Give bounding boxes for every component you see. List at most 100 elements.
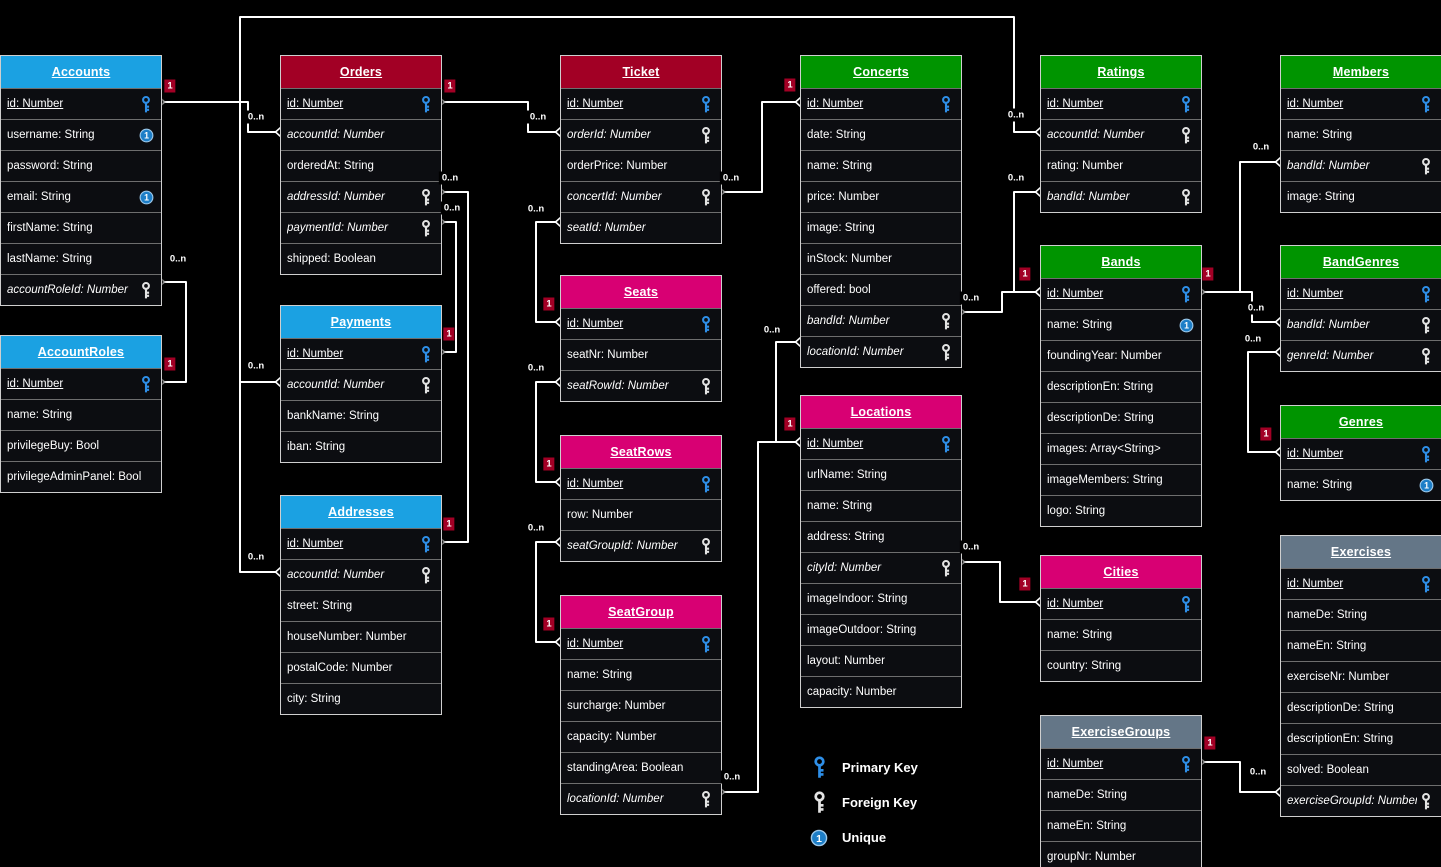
field-Ratings-accountId[interactable]: accountId: Number	[1041, 119, 1201, 150]
relationship-Ratings.bandId--Bands.id[interactable]	[1013, 186, 1046, 298]
field-Ticket-orderPrice[interactable]: orderPrice: Number	[561, 150, 721, 181]
field-Locations-layout[interactable]: layout: Number	[801, 645, 961, 676]
field-Accounts-firstName[interactable]: firstName: String	[1, 212, 161, 243]
field-Orders-paymentId[interactable]: paymentId: Number	[281, 212, 441, 243]
field-ExerciseGroups-nameDe[interactable]: nameDe: String	[1041, 779, 1201, 810]
field-Payments-accountId[interactable]: accountId: Number	[281, 369, 441, 400]
field-Addresses-street[interactable]: street: String	[281, 590, 441, 621]
relationship-Concerts.locationId--Locations.id[interactable]	[775, 336, 806, 448]
field-Concerts-locationId[interactable]: locationId: Number	[801, 336, 961, 367]
field-SeatGroup-name[interactable]: name: String	[561, 659, 721, 690]
entity-header-SeatRows[interactable]: SeatRows	[561, 436, 721, 468]
field-ExerciseGroups-groupNr[interactable]: groupNr: Number	[1041, 841, 1201, 867]
field-Exercises-exerciseNr[interactable]: exerciseNr: Number	[1281, 661, 1441, 692]
field-Payments-id[interactable]: id: Number	[281, 338, 441, 369]
field-Accounts-id[interactable]: id: Number	[1, 88, 161, 119]
relationship-Ticket.orderId--Orders.id[interactable]	[434, 96, 566, 138]
field-SeatGroup-capacity[interactable]: capacity: Number	[561, 721, 721, 752]
entity-header-Ratings[interactable]: Ratings	[1041, 56, 1201, 88]
field-Ratings-bandId[interactable]: bandId: Number	[1041, 181, 1201, 212]
field-SeatRows-id[interactable]: id: Number	[561, 468, 721, 499]
entity-header-Genres[interactable]: Genres	[1281, 406, 1441, 438]
field-Concerts-price[interactable]: price: Number	[801, 181, 961, 212]
field-Locations-capacity[interactable]: capacity: Number	[801, 676, 961, 707]
relationship-Addresses.accountId--Accounts.id[interactable]	[154, 96, 286, 578]
field-Seats-id[interactable]: id: Number	[561, 308, 721, 339]
relationship-Orders.accountId--Accounts.id[interactable]	[154, 96, 286, 138]
field-Orders-accountId[interactable]: accountId: Number	[281, 119, 441, 150]
field-Members-bandId[interactable]: bandId: Number	[1281, 150, 1441, 181]
entity-header-Seats[interactable]: Seats	[561, 276, 721, 308]
field-BandGenres-genreId[interactable]: genreId: Number	[1281, 340, 1441, 371]
field-Concerts-bandId[interactable]: bandId: Number	[801, 305, 961, 336]
field-Accounts-accountRoleId[interactable]: accountRoleId: Number	[1, 274, 161, 305]
field-Exercises-descriptionDe[interactable]: descriptionDe: String	[1281, 692, 1441, 723]
field-Members-name[interactable]: name: String	[1281, 119, 1441, 150]
field-Bands-foundingYear[interactable]: foundingYear: Number	[1041, 340, 1201, 371]
relationship-Seats.seatRowId--SeatRows.id[interactable]	[535, 376, 566, 488]
field-Cities-country[interactable]: country: String	[1041, 650, 1201, 681]
relationship-BandGenres.bandId--Bands.id[interactable]	[1194, 286, 1286, 328]
field-Ticket-seatId[interactable]: seatId: Number	[561, 212, 721, 243]
entity-header-ExerciseGroups[interactable]: ExerciseGroups	[1041, 716, 1201, 748]
entity-header-Orders[interactable]: Orders	[281, 56, 441, 88]
relationship-SeatGroup.locationId--Locations.id[interactable]	[714, 436, 806, 798]
field-Cities-id[interactable]: id: Number	[1041, 588, 1201, 619]
field-AccountRoles-id[interactable]: id: Number	[1, 368, 161, 399]
relationship-Orders.addressId--Addresses.id[interactable]	[434, 186, 469, 548]
field-Members-image[interactable]: image: String	[1281, 181, 1441, 212]
field-SeatGroup-surcharge[interactable]: surcharge: Number	[561, 690, 721, 721]
field-Exercises-descriptionEn[interactable]: descriptionEn: String	[1281, 723, 1441, 754]
field-Concerts-offered[interactable]: offered: bool	[801, 274, 961, 305]
field-Ratings-rating[interactable]: rating: Number	[1041, 150, 1201, 181]
field-Exercises-nameDe[interactable]: nameDe: String	[1281, 599, 1441, 630]
field-Bands-descriptionDe[interactable]: descriptionDe: String	[1041, 402, 1201, 433]
relationship-Orders.paymentId--Payments.id[interactable]	[434, 216, 457, 358]
field-BandGenres-id[interactable]: id: Number	[1281, 278, 1441, 309]
field-Locations-cityId[interactable]: cityId: Number	[801, 552, 961, 583]
relationship-SeatRows.seatGroupId--SeatGroup.id[interactable]	[535, 536, 566, 648]
field-Concerts-image[interactable]: image: String	[801, 212, 961, 243]
entity-header-SeatGroup[interactable]: SeatGroup	[561, 596, 721, 628]
entity-header-AccountRoles[interactable]: AccountRoles	[1, 336, 161, 368]
field-SeatGroup-id[interactable]: id: Number	[561, 628, 721, 659]
field-Locations-name[interactable]: name: String	[801, 490, 961, 521]
field-Payments-iban[interactable]: iban: String	[281, 431, 441, 462]
field-Concerts-inStock[interactable]: inStock: Number	[801, 243, 961, 274]
field-ExerciseGroups-id[interactable]: id: Number	[1041, 748, 1201, 779]
field-Exercises-nameEn[interactable]: nameEn: String	[1281, 630, 1441, 661]
field-Bands-logo[interactable]: logo: String	[1041, 495, 1201, 526]
relationship-Ticket.concertId--Concerts.id[interactable]	[714, 96, 806, 198]
field-AccountRoles-privilegeAdminPanel[interactable]: privilegeAdminPanel: Bool	[1, 461, 161, 492]
field-Members-id[interactable]: id: Number	[1281, 88, 1441, 119]
entity-header-Exercises[interactable]: Exercises	[1281, 536, 1441, 568]
entity-header-BandGenres[interactable]: BandGenres	[1281, 246, 1441, 278]
field-Addresses-id[interactable]: id: Number	[281, 528, 441, 559]
field-Genres-id[interactable]: id: Number	[1281, 438, 1441, 469]
field-Payments-bankName[interactable]: bankName: String	[281, 400, 441, 431]
field-Locations-urlName[interactable]: urlName: String	[801, 459, 961, 490]
relationship-Accounts.accountRoleId--AccountRoles.id[interactable]	[154, 276, 187, 388]
field-Exercises-id[interactable]: id: Number	[1281, 568, 1441, 599]
relationship-Ratings.accountId--Accounts.id[interactable]	[154, 16, 1046, 138]
field-Ticket-concertId[interactable]: concertId: Number	[561, 181, 721, 212]
entity-header-Addresses[interactable]: Addresses	[281, 496, 441, 528]
field-ExerciseGroups-nameEn[interactable]: nameEn: String	[1041, 810, 1201, 841]
field-SeatGroup-locationId[interactable]: locationId: Number	[561, 783, 721, 814]
relationship-BandGenres.genreId--Genres.id[interactable]	[1247, 346, 1286, 458]
